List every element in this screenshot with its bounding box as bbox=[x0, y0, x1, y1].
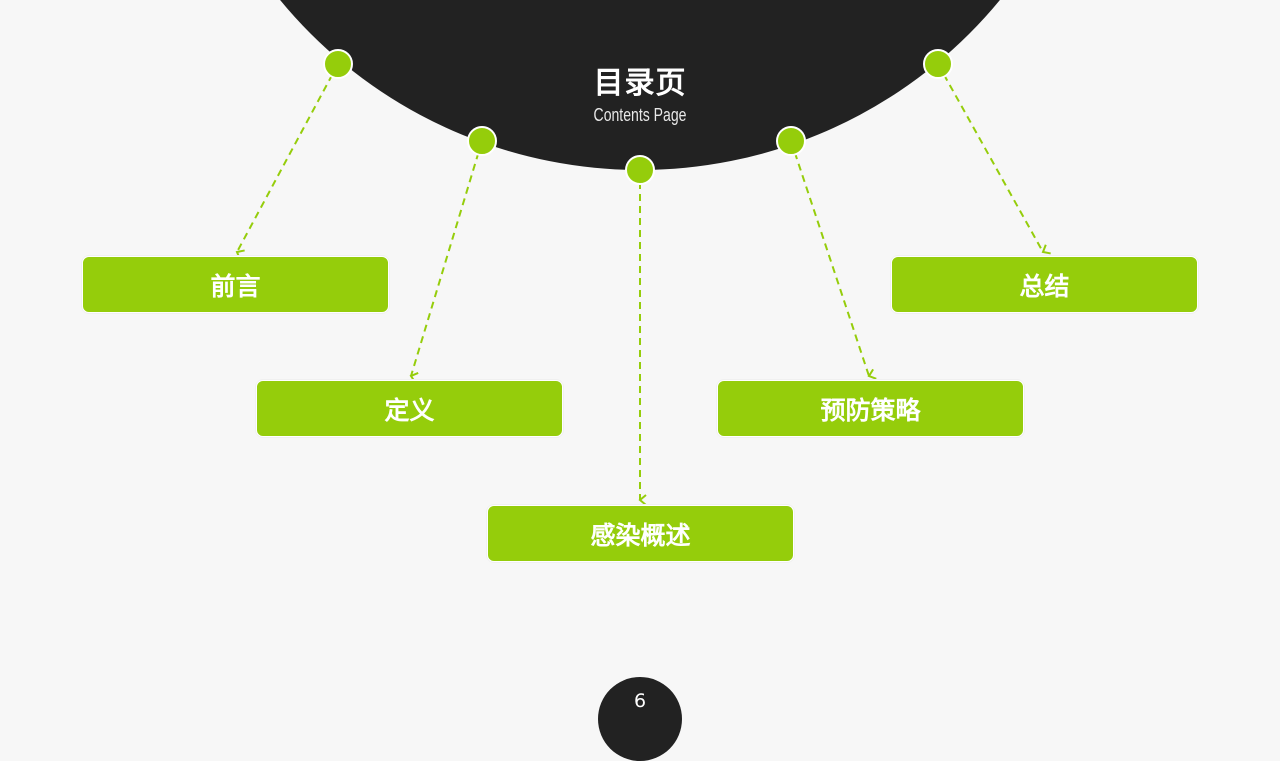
page-subtitle: Contents Page bbox=[593, 105, 687, 125]
toc-item-label: 定义 bbox=[384, 395, 435, 425]
node-dot-4 bbox=[776, 126, 806, 156]
page-number: 6 bbox=[633, 690, 647, 712]
toc-item-label: 总结 bbox=[1019, 271, 1070, 301]
connector-lines bbox=[235, 63, 1051, 506]
node-dot-5 bbox=[923, 49, 953, 79]
connector-4 bbox=[790, 140, 877, 380]
toc-item-summary[interactable]: 总结 bbox=[891, 256, 1198, 313]
connector-5 bbox=[937, 63, 1051, 255]
node-dot-2 bbox=[467, 126, 497, 156]
toc-item-prevention-strategy[interactable]: 预防策略 bbox=[717, 380, 1024, 437]
node-dot-1 bbox=[323, 49, 353, 79]
toc-item-preface[interactable]: 前言 bbox=[82, 256, 389, 313]
toc-item-label: 前言 bbox=[210, 271, 261, 301]
connector-2 bbox=[409, 140, 483, 384]
toc-item-infection-overview[interactable]: 感染概述 bbox=[487, 505, 794, 562]
toc-item-definition[interactable]: 定义 bbox=[256, 380, 563, 437]
toc-item-label: 预防策略 bbox=[820, 395, 921, 425]
toc-item-label: 感染概述 bbox=[590, 520, 691, 550]
node-dot-3 bbox=[625, 155, 655, 185]
connector-1 bbox=[235, 63, 339, 260]
page-title: 目录页 bbox=[593, 66, 687, 101]
